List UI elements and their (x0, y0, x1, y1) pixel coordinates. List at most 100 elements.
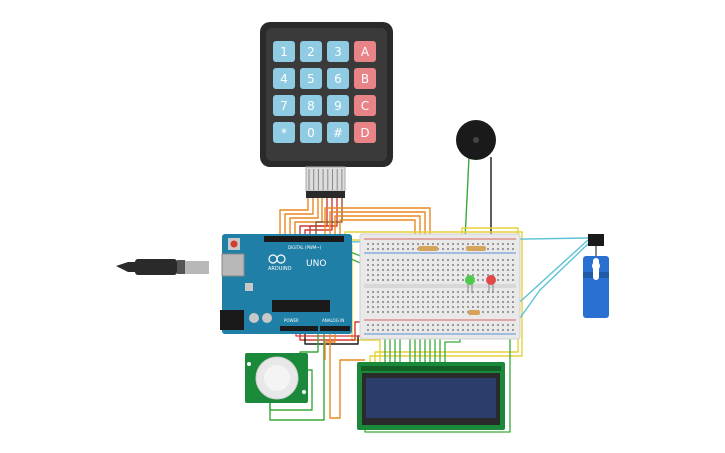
keypad-key-A[interactable]: A (354, 41, 376, 62)
wire-servo-ground[interactable] (519, 241, 591, 319)
keypad-key-C[interactable]: C (354, 95, 376, 116)
keypad-key-label: # (333, 126, 343, 140)
keypad-key-face (327, 122, 349, 143)
pir-pot-2 (302, 390, 306, 394)
capacitor-1 (249, 313, 259, 323)
led-green[interactable] (465, 275, 475, 293)
keypad-key-9[interactable]: 9 (327, 95, 349, 116)
atmega-chip (272, 300, 330, 312)
pir-pot-1 (247, 362, 251, 366)
wire-pir-vcc[interactable] (329, 331, 365, 419)
keypad-key-7[interactable]: 7 (273, 95, 295, 116)
buzzer-hole (473, 137, 479, 143)
keypad-key-face (273, 68, 295, 89)
usb-b-port (221, 253, 245, 277)
wire-keypad-1[interactable] (279, 198, 309, 238)
analog-label: ANALOG IN (322, 318, 344, 323)
keypad-key-label: * (281, 126, 287, 140)
power-header (280, 326, 318, 331)
keypad-key-label: 8 (307, 99, 315, 113)
resistor-2 (466, 246, 486, 251)
led-red[interactable] (486, 275, 496, 293)
keypad-key-8[interactable]: 8 (300, 95, 322, 116)
usb-plug (185, 261, 209, 274)
breadboard[interactable] (359, 233, 521, 340)
wire-pir-vcc-2[interactable] (324, 331, 336, 360)
keypad-key-face (300, 41, 322, 62)
keypad-key-label: C (361, 99, 369, 113)
wire-keypad-3[interactable] (289, 198, 319, 238)
lcd-pin-strip (361, 366, 501, 371)
analog-header (320, 326, 350, 331)
wire-yellow-1[interactable] (344, 231, 523, 362)
keypad-key-label: 4 (280, 72, 288, 86)
digital-label: DIGITAL (PWM~) (288, 245, 322, 250)
led-green-body (465, 275, 475, 285)
breadboard-gap (364, 284, 516, 288)
usb-cable-boot (135, 259, 177, 275)
keypad-key-label: 5 (307, 72, 315, 86)
keypad-key-B[interactable]: B (354, 68, 376, 89)
wire-lcd-rs[interactable] (324, 207, 431, 252)
crystal (245, 283, 253, 291)
keypad-key-face (354, 122, 376, 143)
keypad-key-D[interactable]: D (354, 122, 376, 143)
keypad-key-label: 6 (334, 72, 342, 86)
usb-cable (116, 259, 209, 275)
keypad-ribbon-pins (308, 169, 343, 190)
keypad-key-face (300, 95, 322, 116)
usb-cable-end (116, 262, 135, 272)
keypad-key-3[interactable]: 3 (327, 41, 349, 62)
wire-5v[interactable] (299, 321, 368, 341)
keypad-key-face (273, 95, 295, 116)
keypad-key-face (300, 122, 322, 143)
keypad-key-5[interactable]: 5 (300, 68, 322, 89)
resistor-1 (418, 246, 438, 251)
keypad-connector (306, 191, 345, 198)
keypad-key-label: D (360, 126, 369, 140)
servo-horn[interactable] (593, 258, 599, 280)
reset-button-cap[interactable] (230, 240, 238, 248)
wire-keypad-8[interactable] (315, 198, 343, 238)
micro-servo[interactable] (583, 234, 609, 318)
wire-keypad-4[interactable] (294, 198, 323, 238)
pir-sensor[interactable] (245, 353, 308, 403)
arduino-logo-text: ARDUINO (268, 266, 292, 272)
keypad-key-*[interactable]: * (273, 122, 295, 143)
keypad-key-face (354, 68, 376, 89)
keypad-key-#[interactable]: # (327, 122, 349, 143)
keypad-key-6[interactable]: 6 (327, 68, 349, 89)
arduino-logo-icon-right (276, 254, 286, 264)
keypad-key-4[interactable]: 4 (273, 68, 295, 89)
wire-keypad-2[interactable] (284, 198, 314, 238)
usb-cable-neck (177, 260, 185, 274)
keypad-key-label: 9 (334, 99, 342, 113)
keypad-ribbon (305, 166, 346, 192)
keypad-key-face (300, 68, 322, 89)
keypad-key-face (354, 41, 376, 62)
piezo-buzzer[interactable] (456, 120, 496, 160)
keypad-key-1[interactable]: 1 (273, 41, 295, 62)
keypad-key-0[interactable]: 0 (300, 122, 322, 143)
keypad-key-face (354, 95, 376, 116)
lcd-screen (366, 378, 496, 418)
lcd-16x2[interactable] (357, 362, 505, 430)
keypad-key-face (273, 41, 295, 62)
keypad-key-2[interactable]: 2 (300, 41, 322, 62)
resistors (418, 246, 486, 315)
dc-jack (220, 310, 244, 330)
keypad-key-label: 0 (307, 126, 315, 140)
servo-connector (588, 234, 604, 246)
keypad-key-face (273, 122, 295, 143)
keypad-key-face (327, 41, 349, 62)
digital-header (264, 236, 344, 242)
wire-pir-gnd[interactable] (269, 331, 325, 421)
arduino-uno[interactable]: DIGITAL (PWM~) ARDUINO UNO POWER ANALOG … (220, 234, 352, 334)
keypad-key-face (327, 68, 349, 89)
keypad-key-label: B (361, 72, 369, 86)
power-label: POWER (284, 318, 299, 323)
keypad-key-label: A (361, 45, 370, 59)
